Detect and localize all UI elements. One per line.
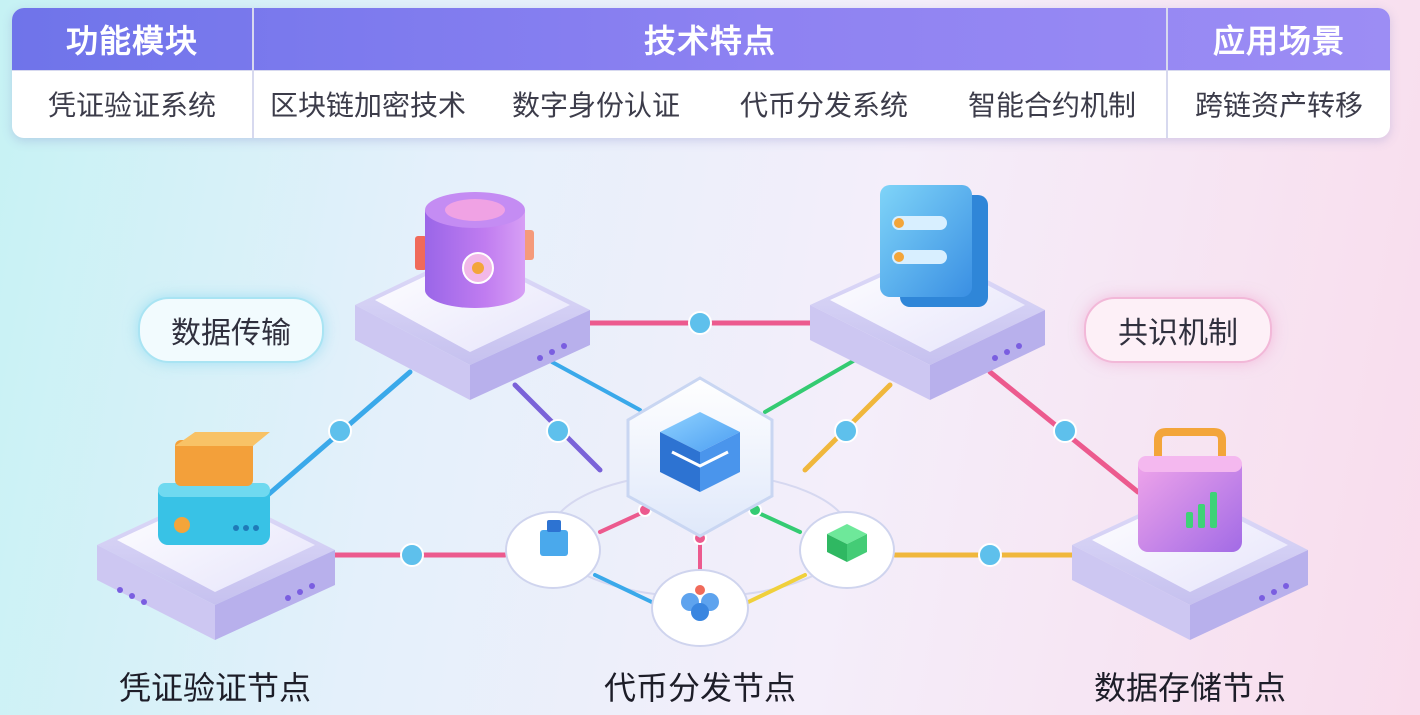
satellite-node-bottom <box>651 569 749 647</box>
link-blue-small <box>593 573 660 607</box>
satellite-node-right <box>799 511 895 589</box>
header-application-scenario: 应用场景 <box>1212 22 1345 60</box>
connector-dot <box>546 419 570 443</box>
cell-digital-identity: 数字身份认证 <box>511 89 680 122</box>
satellite-node-left <box>505 511 601 589</box>
consensus-pill: 共识机制 <box>1084 297 1272 363</box>
table-row-divider <box>12 70 1390 71</box>
cell-credential-system: 凭证验证系统 <box>47 89 216 122</box>
link-blue-center <box>550 360 642 412</box>
header-tech-features: 技术特点 <box>643 22 776 60</box>
token-node-label: 代币分发节点 <box>603 669 796 707</box>
center-cube-icon <box>660 412 740 492</box>
credential-node-label: 凭证验证节点 <box>118 669 311 707</box>
cell-token-distribution: 代币分发系统 <box>739 89 908 122</box>
link-green-center <box>763 358 857 414</box>
link-yellow-small <box>740 573 807 607</box>
data-transfer-pill: 数据传输 <box>138 297 324 363</box>
connector-dot <box>328 419 352 443</box>
connector-dots <box>328 311 1077 567</box>
connector-dot <box>400 543 424 567</box>
connector-dot <box>688 311 712 335</box>
database-cylinder-icon <box>415 192 534 308</box>
table-header-row <box>12 8 1390 70</box>
column-divider <box>252 8 254 138</box>
center-hub <box>626 376 774 538</box>
connector-dot <box>1053 419 1077 443</box>
connector-dot <box>834 419 858 443</box>
storage-node-label: 数据存储节点 <box>1093 669 1286 707</box>
header-function-module: 功能模块 <box>65 22 198 60</box>
server-stack-icon <box>880 185 988 307</box>
cell-cross-chain-transfer: 跨链资产转移 <box>1194 89 1363 122</box>
feature-table: 功能模块 技术特点 应用场景 凭证验证系统 区块链加密技术 数字身份认证 代币分… <box>12 8 1390 138</box>
credential-device-icon <box>158 432 270 545</box>
cell-blockchain-encryption: 区块链加密技术 <box>269 89 466 122</box>
connector-dot <box>978 543 1002 567</box>
column-divider <box>1166 8 1168 138</box>
data-storage-bag-icon <box>1138 428 1242 552</box>
cell-smart-contract: 智能合约机制 <box>967 89 1136 122</box>
